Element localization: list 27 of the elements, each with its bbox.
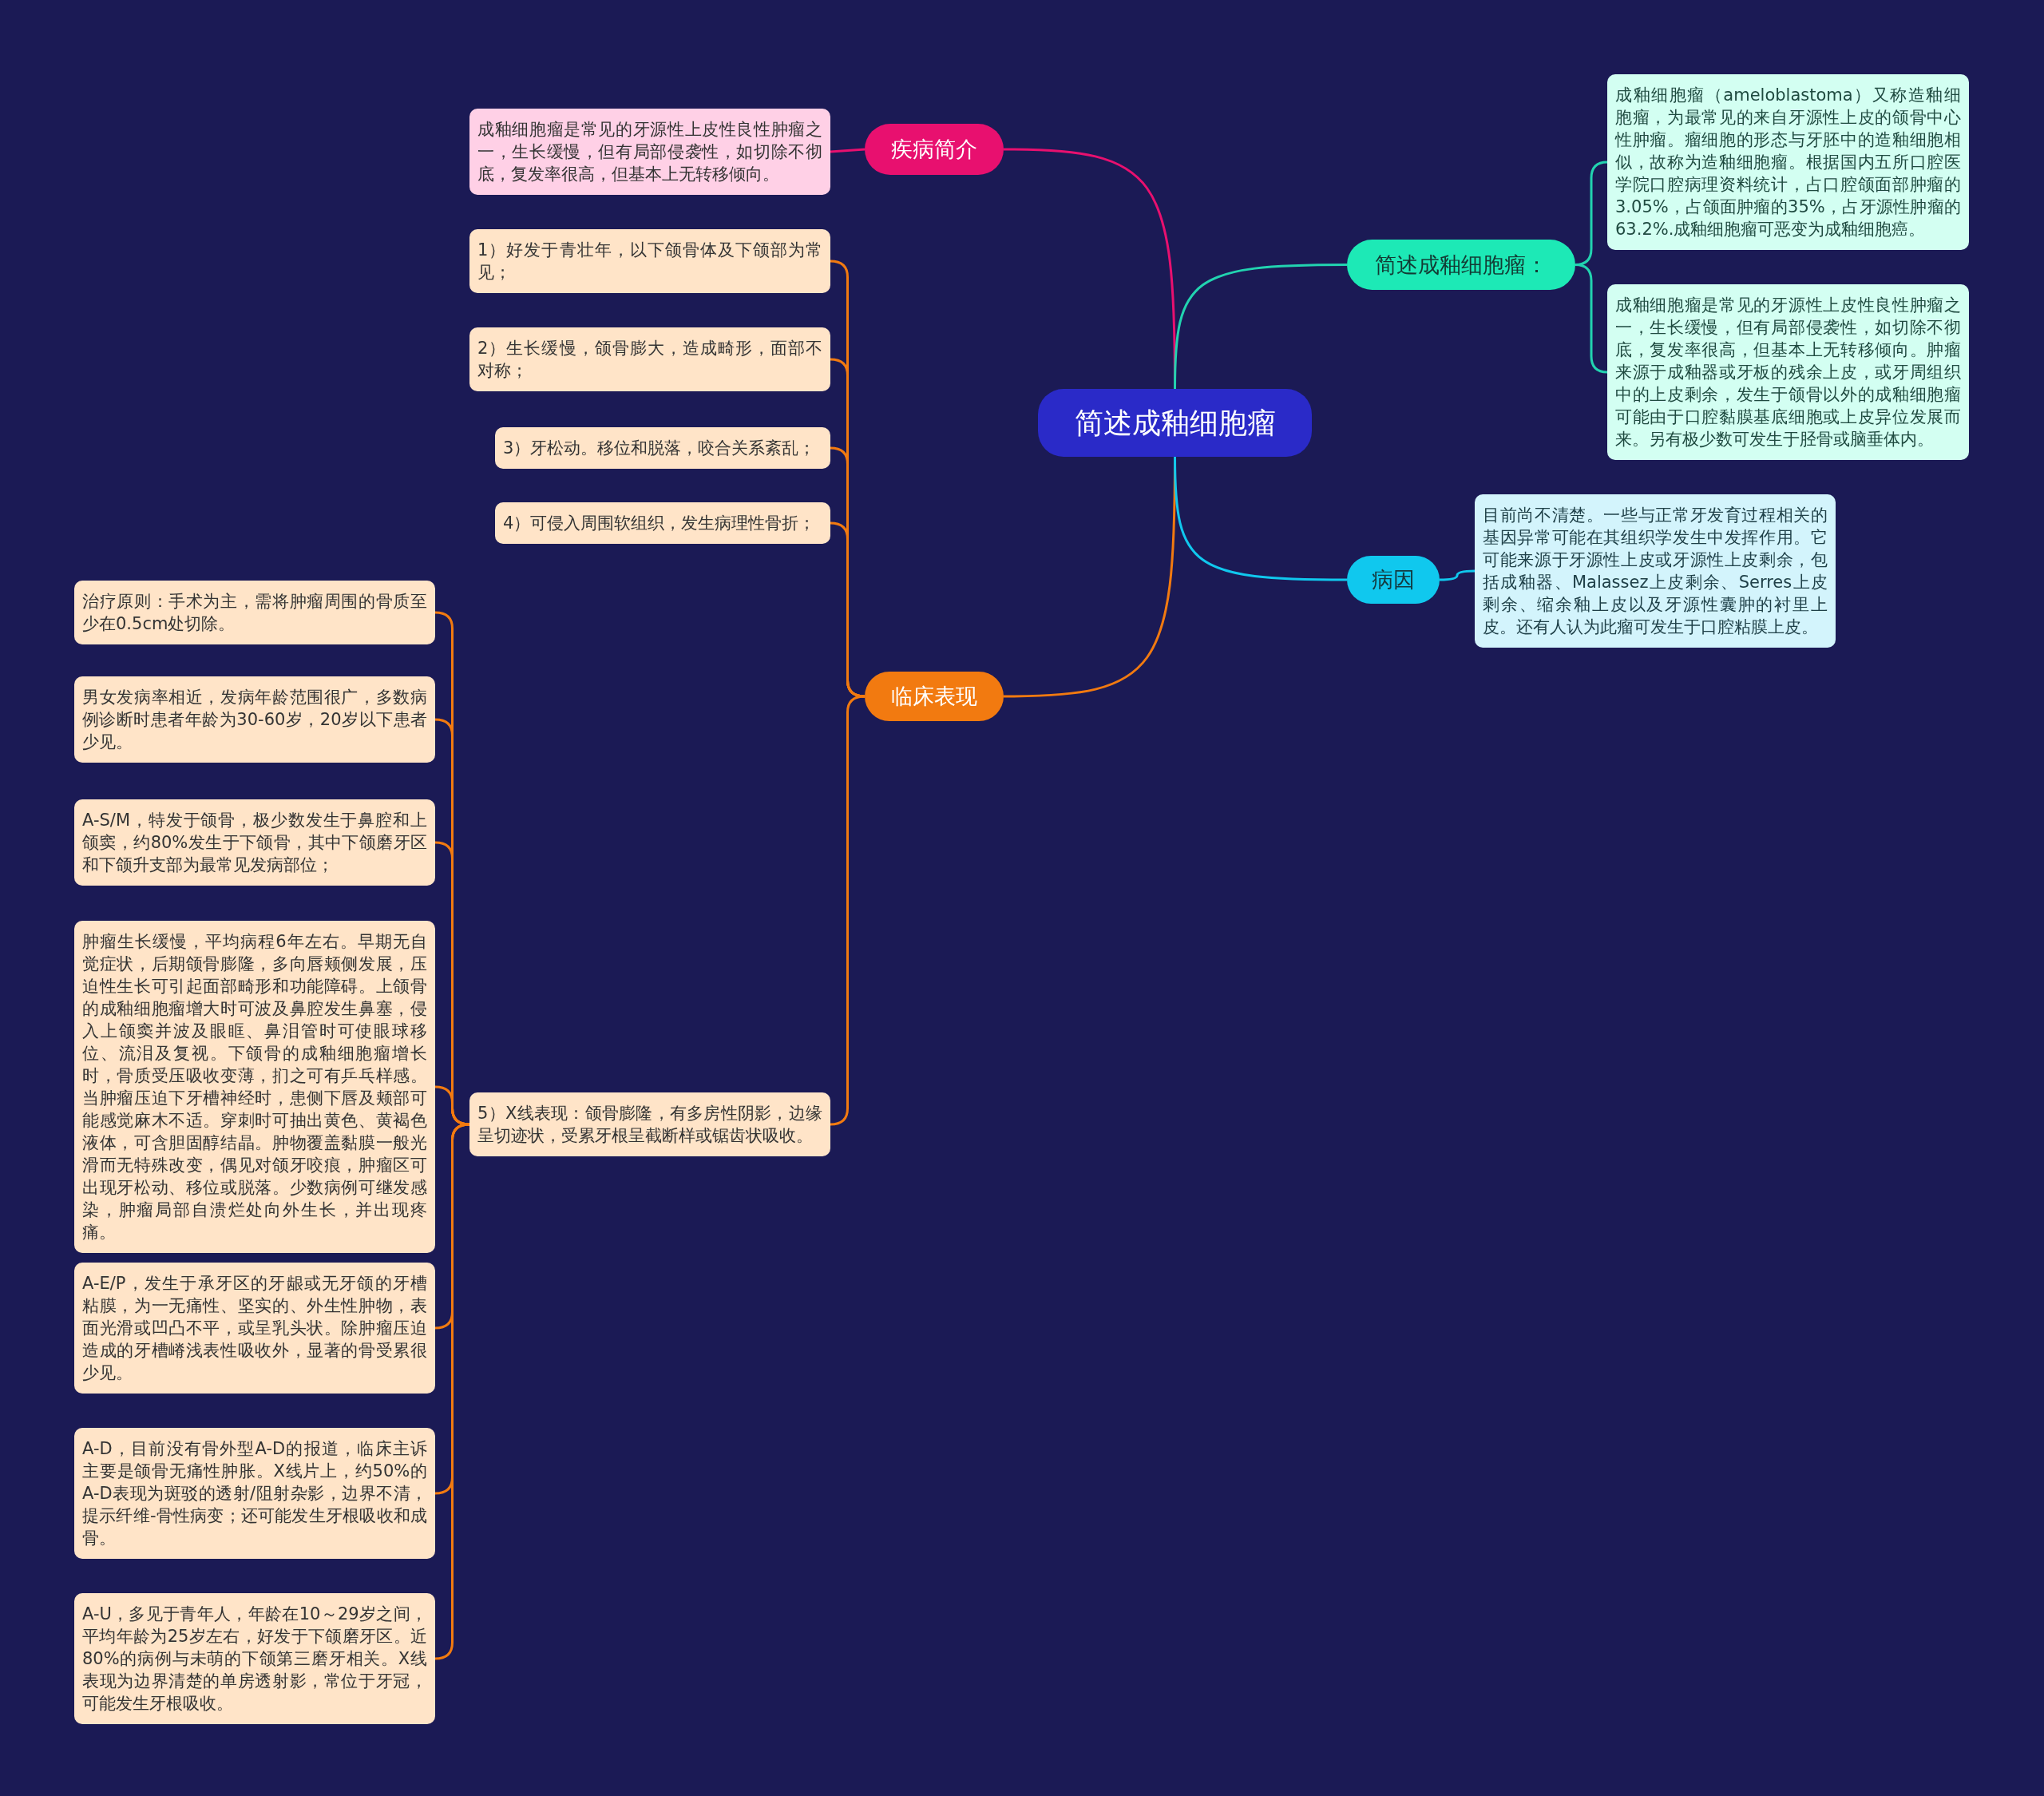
connector [830, 521, 866, 698]
connector [434, 1085, 470, 1126]
text-box: A-D，目前没有骨外型A-D的报道，临床主诉主要是颌骨无痛性肿胀。X线片上，约50%的A-D表现为斑驳的透射/阻射杂影，边界不清，提示纤维-骨性病变；还可能发生牙根吸收和成骨。 [74, 1428, 435, 1559]
branch-topic: 病因 [1347, 556, 1440, 604]
connector [1440, 569, 1475, 581]
branch-topic: 简述成釉细胞瘤： [1347, 240, 1575, 290]
text-box: 3）牙松动。移位和脱落，咬合关系紊乱； [495, 427, 830, 469]
text-box: 5）X线表现：颌骨膨隆，有多房性阴影，边缘呈切迹状，受累牙根呈截断样或锯齿状吸收。 [469, 1092, 830, 1156]
text-box: 4）可侵入周围软组织，发生病理性骨折； [495, 502, 830, 544]
connector [830, 148, 866, 153]
text-box: 2）生长缓慢，颌骨膨大，造成畸形，面部不对称； [469, 327, 830, 391]
text-box: 成釉细胞瘤是常见的牙源性上皮性良性肿瘤之一，生长缓慢，但有局部侵袭性，如切除不彻底，复发率很高，但基本上无转移倾向。肿瘤来源于成釉器或牙板的残余上皮，或牙周组织中的上皮剩余，发生于颌骨以外的成釉细胞瘤可能由于口腔黏膜基底细胞或上皮异位发展而来。另有极少数可发生于胫骨或脑垂体内。 [1607, 284, 1969, 460]
text-box: 成釉细胞瘤（ameloblastoma）又称造釉细胞瘤，为最常见的来自牙源性上皮的颌骨中心性肿瘤。瘤细胞的形态与牙胚中的造釉细胞相似，故称为造釉细胞瘤。根据国内五所口腔医学院口腔病理资料统计，占口腔颌面部肿瘤的3.05%，占颌面肿瘤的35%，占牙源性肿瘤的63.2%.成釉细胞瘤可恶变为成釉细胞癌。 [1607, 74, 1969, 250]
branch-topic: 临床表现 [865, 672, 1004, 721]
text-box: A-E/P，发生于承牙区的牙龈或无牙颌的牙槽粘膜，为一无痛性、坚实的、外生性肿物，表面光滑或凹凸不平，或呈乳头状。除肿瘤压迫造成的牙槽嵴浅表性吸收外，显著的骨受累很少见。 [74, 1263, 435, 1394]
text-box: 1）好发于青壮年，以下颌骨体及下颌部为常见； [469, 229, 830, 293]
text-box: A-U，多见于青年人，年龄在10～29岁之间，平均年龄为25岁左右，好发于下颌磨牙区。近80%的病例与未萌的下颌第三磨牙相关。X线表现为边界清楚的单房透射影，常位于牙冠，可能发生牙根吸收。 [74, 1593, 435, 1724]
text-box: 肿瘤生长缓慢，平均病程6年左右。早期无自觉症状，后期颌骨膨隆，多向唇颊侧发展，压迫性生长可引起面部畸形和功能障碍。上颌骨的成釉细胞瘤增大时可波及鼻腔发生鼻塞，侵入上颌窦并波及眼眶、鼻泪管时可使眼球移位、流泪及复视。下颌骨的成釉细胞瘤增长时，骨质受压吸收变薄，扪之可有乒乓样感。当肿瘤压迫下牙槽神经时，患侧下唇及颊部可能感觉麻木不适。穿刺时可抽出黄色、黄褐色液体，可含胆固醇结晶。肿物覆盖黏膜一般光滑而无特殊改变，偶见对颌牙咬痕，肿瘤区可出现牙松动、移位或脱落。少数病例可继发感染，肿瘤局部自溃烂处向外生长，并出现疼痛。 [74, 921, 435, 1253]
text-box: 目前尚不清楚。一些与正常牙发育过程相关的基因异常可能在其组织学发生中发挥作用。它可能来源于牙源性上皮或牙源性上皮剩余，包括成釉器、Malassez上皮剩余、Serres上皮剩余、缩余釉上皮以及牙源性囊肿的衬里上皮。还有人认为此瘤可发生于口腔粘膜上皮。 [1475, 494, 1836, 648]
text-box: A-S/M，特发于颌骨，极少数发生于鼻腔和上颌窦，约80%发生于下颌骨，其中下颌磨牙区和下颌升支部为最常见发病部位； [74, 799, 435, 886]
text-box: 男女发病率相近，发病年龄范围很广，多数病例诊断时患者年龄为30-60岁，20岁以下患者少见。 [74, 676, 435, 763]
branch-topic: 疾病简介 [865, 124, 1004, 175]
connector [1174, 456, 1347, 581]
central-topic: 简述成釉细胞瘤 [1038, 389, 1312, 457]
text-box: 成釉细胞瘤是常见的牙源性上皮性良性肿瘤之一，生长缓慢，但有局部侵袭性，如切除不彻底，复发率很高，但基本上无转移倾向。 [469, 109, 830, 195]
connector [1174, 264, 1347, 390]
text-box: 治疗原则：手术为主，需将肿瘤周围的骨质至少在0.5cm处切除。 [74, 581, 435, 644]
